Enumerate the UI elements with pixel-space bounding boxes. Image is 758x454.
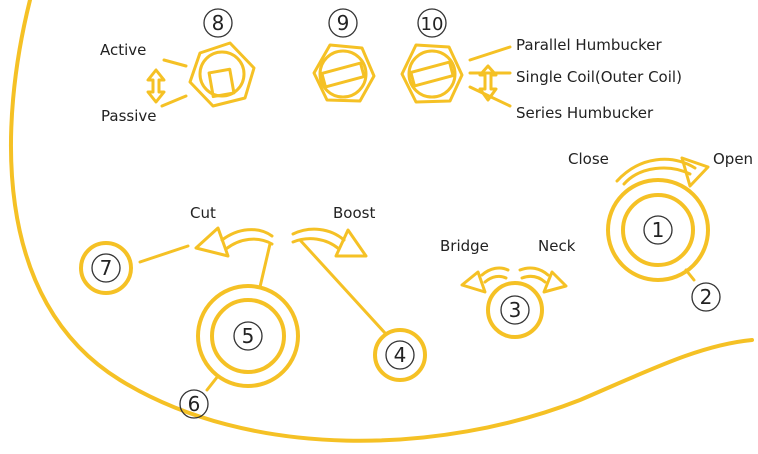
callout-9: 9 bbox=[337, 11, 350, 35]
callout-circle-10 bbox=[417, 8, 447, 38]
knob-7[interactable] bbox=[79, 241, 190, 295]
callout-circle-3 bbox=[500, 295, 530, 325]
knob-1-2-master[interactable] bbox=[606, 156, 710, 282]
callout-circle-1 bbox=[643, 215, 673, 245]
label-parallel-humbucker: Parallel Humbucker bbox=[516, 36, 662, 54]
label-passive: Passive bbox=[101, 107, 156, 125]
callout-6: 6 bbox=[188, 392, 201, 416]
label-open: Open bbox=[713, 150, 753, 168]
callout-7: 7 bbox=[100, 256, 113, 280]
callout-3: 3 bbox=[509, 298, 522, 322]
label-boost: Boost bbox=[333, 204, 375, 222]
label-active: Active bbox=[100, 41, 146, 59]
label-cut: Cut bbox=[190, 204, 216, 222]
callout-10: 10 bbox=[421, 14, 444, 35]
knob-4[interactable] bbox=[298, 238, 427, 382]
knob-5-6-eq[interactable] bbox=[194, 226, 368, 392]
callout-8: 8 bbox=[212, 11, 225, 35]
label-single-coil: Single Coil(Outer Coil) bbox=[516, 68, 682, 86]
label-bridge: Bridge bbox=[440, 237, 489, 255]
callout-circle-4 bbox=[385, 340, 415, 370]
label-series-humbucker: Series Humbucker bbox=[516, 104, 654, 122]
body-outline bbox=[8, 0, 754, 443]
knob-3-blend[interactable] bbox=[460, 266, 568, 339]
callout-circle-6 bbox=[179, 389, 209, 419]
callout-circle-5 bbox=[233, 321, 263, 351]
label-close: Close bbox=[568, 150, 609, 168]
callout-1: 1 bbox=[652, 218, 665, 242]
callout-5: 5 bbox=[242, 324, 255, 348]
switch-9[interactable] bbox=[312, 43, 376, 103]
callout-circle-8 bbox=[203, 8, 233, 38]
label-neck: Neck bbox=[538, 237, 576, 255]
callout-2: 2 bbox=[700, 285, 713, 309]
callout-4: 4 bbox=[394, 343, 407, 367]
switch-10-coil-selector[interactable] bbox=[400, 43, 512, 108]
callout-circle-9 bbox=[328, 8, 358, 38]
callout-circle-7 bbox=[91, 253, 121, 283]
callout-circle-2 bbox=[691, 282, 721, 312]
switch-8-active-passive[interactable] bbox=[146, 41, 256, 108]
